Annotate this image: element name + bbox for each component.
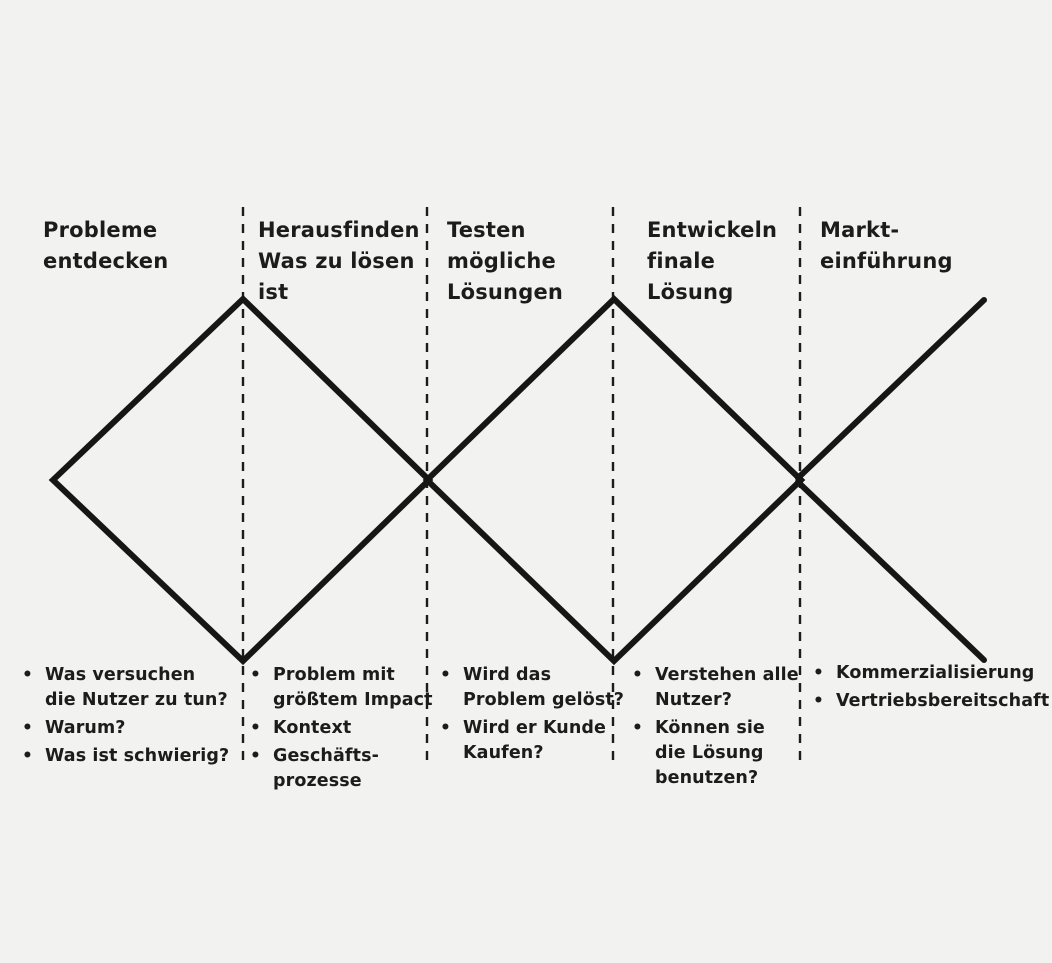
bullet-marker: • — [250, 718, 261, 738]
list-item: • Vertriebsbereitschaft — [813, 689, 1049, 714]
diamond-1-shape — [48, 294, 434, 666]
list-item: • Was ist schwierig? — [22, 744, 229, 769]
list-item: • Wird er Kunde Kaufen? — [440, 716, 624, 766]
phase-1-title: Probleme entdecken — [43, 218, 169, 273]
list-item: • Verstehen alle Nutzer? — [632, 663, 799, 713]
list-item-text: Verstehen alle Nutzer? — [655, 665, 799, 710]
divergence-line-down — [795, 479, 987, 663]
bullet-marker: • — [250, 746, 261, 766]
phase-2-title: Herausfinden Was zu lösen ist — [258, 218, 420, 304]
list-item: • Können sie die Lösung benutzen? — [632, 716, 799, 791]
list-item-text: Warum? — [45, 718, 126, 738]
bullet-marker: • — [632, 665, 643, 685]
phase-4-bullets: • Verstehen alle Nutzer? • Können sie di… — [632, 663, 799, 791]
bullet-marker: • — [250, 665, 261, 685]
bullet-marker: • — [22, 746, 33, 766]
list-item: • Problem mit größtem Impact — [250, 663, 433, 713]
list-item-text: Wird er Kunde Kaufen? — [463, 718, 607, 763]
phase-2-bullets: • Problem mit größtem Impact • Kontext •… — [250, 663, 433, 794]
bullet-marker: • — [440, 718, 451, 738]
list-item-text: Kommerzialisierung — [836, 663, 1035, 683]
list-item: • Kommerzialisierung — [813, 661, 1049, 686]
list-item-text: Was versuchen die Nutzer zu tun? — [45, 665, 228, 710]
phase-5-title: Markt- einführung — [820, 218, 953, 273]
phase-3-bullets: • Wird das Problem gelöst? • Wird er Kun… — [440, 663, 624, 766]
list-item-text: Können sie die Lösung benutzen? — [655, 718, 765, 788]
list-item: • Geschäfts- prozesse — [250, 744, 433, 794]
list-item-text: Vertriebsbereitschaft — [836, 691, 1050, 711]
bullet-marker: • — [632, 718, 643, 738]
phase-3-title: Testen mögliche Lösungen — [447, 218, 564, 304]
list-item-text: Kontext — [273, 718, 352, 738]
bullet-marker: • — [813, 663, 824, 683]
diamond-2-shape — [422, 294, 806, 666]
list-item: • Wird das Problem gelöst? — [440, 663, 624, 713]
list-item: • Warum? — [22, 716, 229, 741]
phase-5-bullets: • Kommerzialisierung • Vertriebsbereitsc… — [813, 661, 1049, 714]
phase-1-bullets: • Was versuchen die Nutzer zu tun? • War… — [22, 663, 229, 769]
bullet-marker: • — [813, 691, 824, 711]
bullet-marker: • — [22, 718, 33, 738]
list-item-text: Geschäfts- prozesse — [273, 746, 379, 791]
bullet-marker: • — [440, 665, 451, 685]
list-item-text: Was ist schwierig? — [45, 746, 230, 766]
list-item-text: Wird das Problem gelöst? — [463, 665, 625, 710]
list-item-text: Problem mit größtem Impact — [273, 665, 433, 710]
list-item: • Was versuchen die Nutzer zu tun? — [22, 663, 229, 713]
divergence-line-up — [795, 297, 987, 481]
bullet-marker: • — [22, 665, 33, 685]
list-item: • Kontext — [250, 716, 433, 741]
phase-4-title: Entwickeln finale Lösung — [647, 218, 778, 304]
